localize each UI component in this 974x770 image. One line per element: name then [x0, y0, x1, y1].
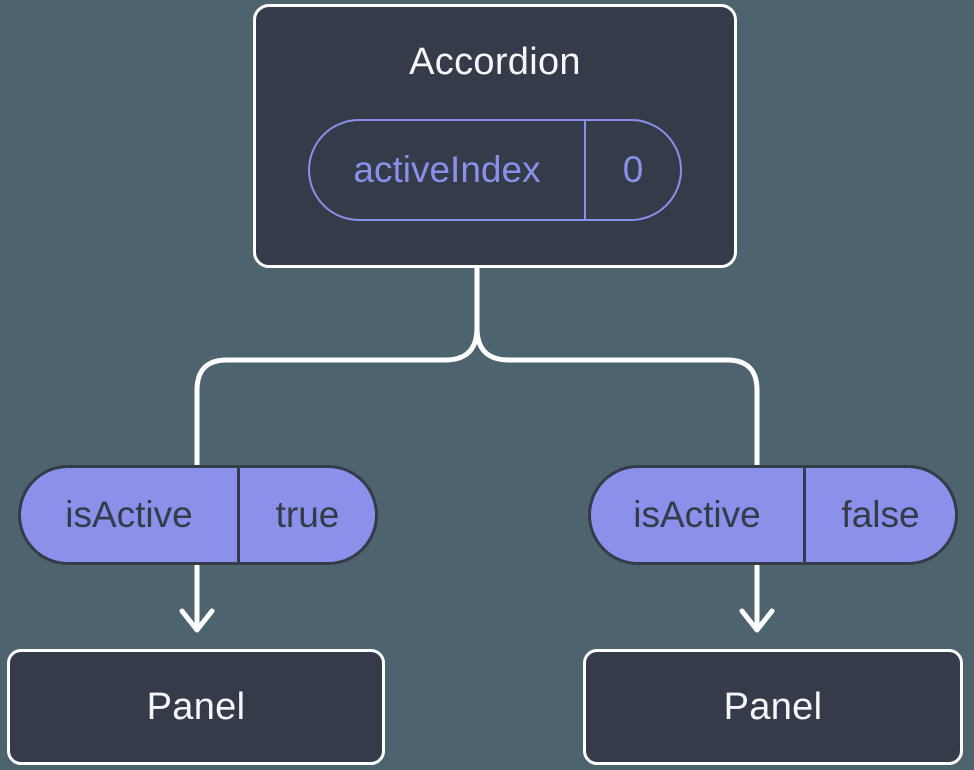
- prop-name: isActive: [591, 468, 806, 562]
- panel-node-right: Panel: [583, 649, 963, 765]
- panel-node-left: Panel: [7, 649, 385, 765]
- node-title: Accordion: [409, 41, 581, 83]
- arrowhead-icon: [739, 608, 775, 633]
- prop-name: isActive: [21, 468, 240, 562]
- state-pill: activeIndex 0: [308, 119, 682, 221]
- arrowhead-icon: [179, 608, 215, 633]
- node-title: Panel: [723, 685, 823, 728]
- prop-pill-right: isActive false: [588, 465, 958, 565]
- prop-value: false: [841, 494, 920, 535]
- state-name: activeIndex: [310, 121, 586, 219]
- node-title: Panel: [146, 685, 246, 728]
- prop-value: true: [275, 494, 340, 535]
- branch-line-right: [474, 259, 760, 629]
- accordion-node: Accordion activeIndex 0: [253, 4, 737, 268]
- state-value: 0: [622, 149, 644, 190]
- branch-line-left: [194, 259, 480, 629]
- prop-pill-left: isActive true: [18, 465, 378, 565]
